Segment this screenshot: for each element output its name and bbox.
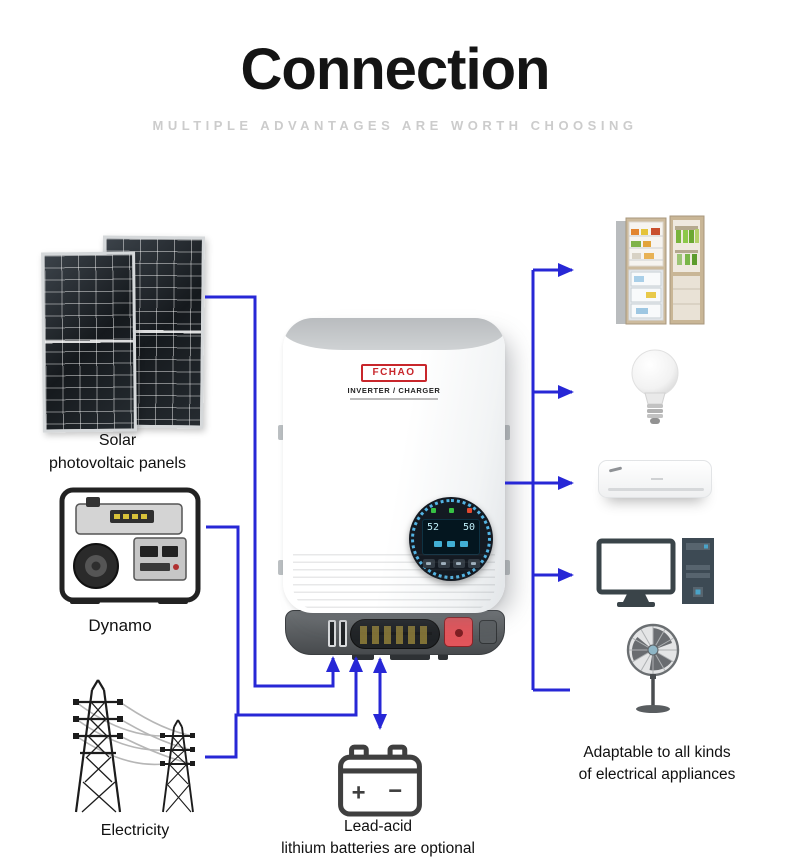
timer-button <box>437 559 450 568</box>
ac-display-slot <box>651 478 663 480</box>
mounting-tab-right-upper <box>504 425 510 440</box>
enter-button <box>467 559 480 568</box>
battery-minus-text: − <box>388 777 402 804</box>
led-indicators <box>409 508 493 513</box>
tagline-bar <box>350 398 438 400</box>
led-green-2 <box>448 508 454 513</box>
battery-label: Lead-acid lithium batteries are optional <box>281 818 475 857</box>
appliances-note: Adaptable to all kinds of electrical app… <box>578 744 736 783</box>
base-foot-2 <box>390 653 430 660</box>
led-red <box>466 508 472 513</box>
lcd-button-row <box>409 559 493 568</box>
electricity-label: Electricity <box>100 822 170 839</box>
input-slot-1 <box>328 620 336 647</box>
lcd-value-left: 52 <box>427 522 440 533</box>
solar-panel-front-icon <box>41 251 137 433</box>
lcd-value-right: 50 <box>462 522 475 533</box>
vent-ribs <box>293 554 495 610</box>
inverter-device: FCHAO INVERTER / CHARGER 52 50 <box>283 318 505 613</box>
inverter-top-cap <box>283 318 505 350</box>
brand-logo: FCHAO <box>361 364 427 382</box>
base-foot-3 <box>438 653 448 660</box>
input-slot-2 <box>339 620 347 647</box>
led-green-1 <box>430 508 436 513</box>
load-status-icon <box>460 541 468 547</box>
gray-connector <box>479 620 497 644</box>
pedestal-fan-icon <box>626 623 680 713</box>
red-connector <box>444 617 473 647</box>
dynamo-label: Dynamo <box>88 616 152 635</box>
page-subtitle: MULTIPLE ADVANTAGES ARE WORTH CHOOSING <box>152 118 638 133</box>
lcd-status-icons <box>427 541 475 547</box>
generator-icon <box>59 487 201 604</box>
esc-button <box>422 559 435 568</box>
inverter-branding: FCHAO INVERTER / CHARGER <box>283 364 505 400</box>
light-bulb-icon <box>631 349 679 424</box>
inverter-status-icon <box>447 541 455 547</box>
computer-icon <box>596 538 714 607</box>
page-title: Connection <box>240 37 551 102</box>
battery-plus-text: + <box>352 779 366 806</box>
battery-status-icon <box>434 541 442 547</box>
ac-brand-mark <box>608 466 623 473</box>
terminal-vent-panel <box>350 619 440 649</box>
lcd-screen: 52 50 <box>422 519 480 555</box>
updown-button <box>452 559 465 568</box>
base-foot-1 <box>352 653 374 660</box>
product-name: INVERTER / CHARGER <box>347 386 441 395</box>
solar-label: Solar photovoltaic panels <box>49 432 186 472</box>
inverter-base <box>285 610 505 655</box>
air-conditioner-icon <box>598 460 712 498</box>
refrigerator-icon <box>616 215 705 325</box>
mounting-tab-right-lower <box>504 560 510 575</box>
lcd-panel: 52 50 <box>409 497 493 581</box>
ac-vent-line <box>608 488 704 491</box>
transmission-tower-icon <box>73 679 195 813</box>
battery-icon: + − <box>338 744 422 817</box>
